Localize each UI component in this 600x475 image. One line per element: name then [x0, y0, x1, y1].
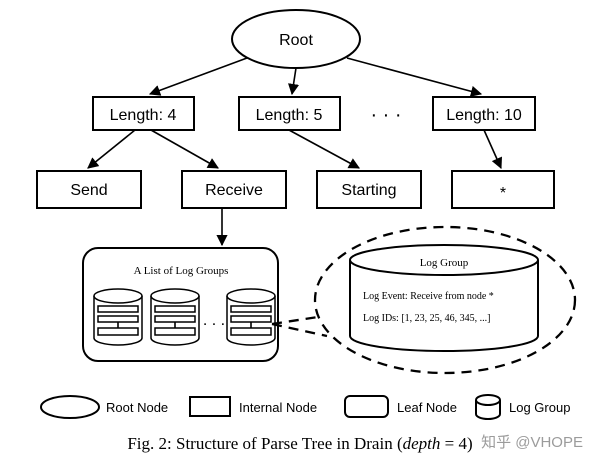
watermark: 知乎 @VHOPE [481, 434, 583, 451]
leaf-node-receive [181, 170, 287, 209]
detail-log-event: Log Event: Receive from node * [363, 291, 494, 302]
legend-log-group-icon [475, 394, 501, 420]
log-group-ellipsis: . . . [203, 312, 225, 329]
internal-node-ellipsis: · · · [370, 104, 401, 126]
legend-leaf-node-icon [344, 395, 389, 418]
edge-length-5-to-starting [288, 129, 360, 169]
internal-node-label: Length: 10 [446, 107, 522, 124]
detail-callout-connector [271, 315, 328, 338]
internal-node-length-4 [92, 96, 195, 131]
detail-log-ids: Log IDs: [1, 23, 25, 46, 345, ...] [363, 313, 491, 324]
edge-length-4-to-send [87, 129, 136, 169]
legend-internal-node-icon [189, 396, 231, 417]
edge-root-to-length-5 [287, 67, 300, 96]
detail-log-group-cylinder [349, 244, 539, 352]
legend-internal-node-label: Internal Node [239, 400, 317, 415]
log-group-cylinder-3 [226, 288, 276, 346]
leaf-node-starting [316, 170, 422, 209]
internal-node-label: Length: 5 [256, 107, 323, 124]
figure-caption: Fig. 2: Structure of Parse Tree in Drain… [127, 434, 472, 453]
legend: Root Node Internal Node Leaf Node Log Gr… [40, 394, 570, 420]
edge-length-10-to-star [483, 129, 502, 170]
leaf-node-send [36, 170, 142, 209]
leaf-node-label: Send [70, 182, 107, 199]
root-label: Root [279, 32, 313, 49]
legend-root-node-label: Root Node [106, 400, 168, 415]
log-group-cylinder-1 [93, 288, 143, 346]
legend-leaf-node-label: Leaf Node [397, 400, 457, 415]
leaf-node-star [451, 170, 555, 209]
detail-callout-oval [313, 225, 577, 375]
internal-node-length-10 [432, 96, 536, 131]
leaf-node-label: Receive [205, 182, 263, 199]
legend-log-group-label: Log Group [509, 400, 570, 415]
leaf-node-label: Starting [341, 182, 396, 199]
legend-root-node-icon [40, 395, 100, 419]
internal-node-label: Length: 4 [110, 107, 177, 124]
log-group-cylinder-2 [150, 288, 200, 346]
log-groups-list-title: A List of Log Groups [134, 265, 229, 277]
edge-length-4-to-receive [150, 129, 219, 169]
leaf-node-label: * [500, 185, 506, 202]
edge-root-to-length-4 [148, 57, 248, 96]
edge-root-to-length-10 [346, 57, 483, 97]
internal-node-length-5 [238, 96, 341, 131]
detail-log-group-title: Log Group [420, 257, 469, 269]
